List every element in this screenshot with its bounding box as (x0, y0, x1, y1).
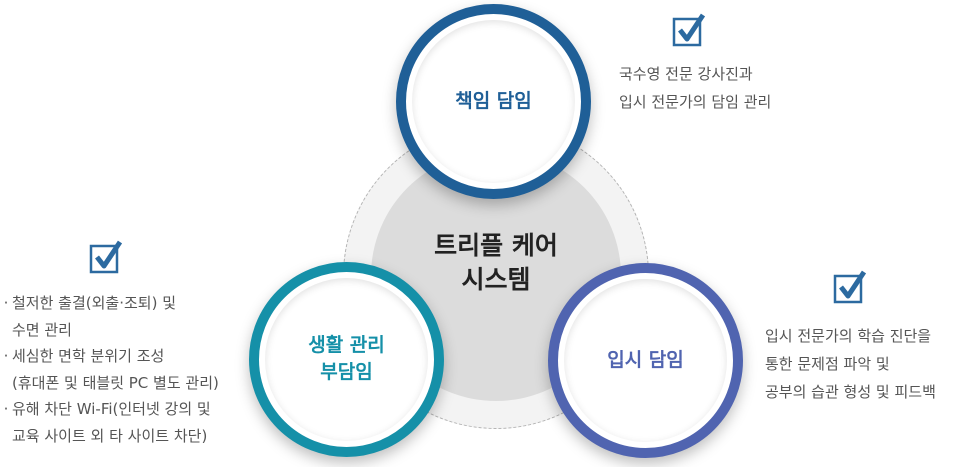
top-desc-line2: 입시 전문가의 담임 관리 (619, 93, 772, 111)
top-description: 국수영 전문 강사진과 입시 전문가의 담임 관리 (619, 60, 771, 116)
bullet-mark: · (3, 400, 9, 418)
right-description: 입시 전문가의 학습 진단을 통한 문제점 파악 및 공부의 습관 형성 및 피… (765, 322, 936, 406)
bullet-mark: · (3, 294, 9, 312)
node-left-line1: 생활 관리 (308, 334, 385, 356)
top-desc-line1: 국수영 전문 강사진과 (619, 65, 753, 83)
node-left: 생활 관리 부담임 (249, 262, 444, 457)
node-left-line2: 부담임 (320, 361, 373, 383)
bullet-1-line2: 수면 관리 (12, 320, 72, 339)
center-title-line1: 트리플 케어 (434, 231, 558, 260)
bullet-2-line2: (휴대폰 및 태블릿 PC 별도 관리) (12, 373, 219, 392)
bullet-item-3: ·유해 차단 Wi-Fi(인터넷 강의 및 교육 사이트 외 타 사이트 차단) (0, 396, 219, 449)
right-desc-line2: 통한 문제점 파악 및 (765, 355, 890, 373)
node-left-label: 생활 관리 부담임 (259, 332, 434, 386)
node-top-inner (412, 20, 575, 183)
node-top: 책임 담임 (396, 4, 591, 199)
bullet-item-2: ·세심한 면학 분위기 조성 (휴대폰 및 태블릿 PC 별도 관리) (0, 343, 219, 396)
bullet-3-line1: 유해 차단 Wi-Fi(인터넷 강의 및 (12, 400, 211, 418)
checkbox-icon-right (833, 270, 867, 304)
bullet-mark: · (3, 347, 9, 365)
node-right-label: 입시 담임 (607, 349, 684, 371)
checkbox-icon-top (672, 13, 706, 47)
left-bullet-list: ·철저한 출결(외출·조퇴) 및 수면 관리 ·세심한 면학 분위기 조성 (휴… (0, 290, 219, 449)
center-title-line2: 시스템 (461, 265, 531, 294)
checkbox-icon-left (89, 240, 123, 274)
bullet-2-line1: 세심한 면학 분위기 조성 (12, 347, 165, 365)
center-title: 트리플 케어 시스템 (371, 229, 621, 297)
right-desc-line1: 입시 전문가의 학습 진단을 (765, 327, 932, 345)
bullet-3-line2: 교육 사이트 외 타 사이트 차단) (12, 426, 208, 445)
node-top-label: 책임 담임 (455, 90, 532, 112)
node-right-inner (564, 279, 727, 442)
right-desc-line3: 공부의 습관 형성 및 피드백 (765, 383, 936, 401)
bullet-item-1: ·철저한 출결(외출·조퇴) 및 수면 관리 (0, 290, 219, 343)
node-left-inner (265, 278, 428, 441)
bullet-1-line1: 철저한 출결(외출·조퇴) 및 (12, 294, 177, 312)
node-right: 입시 담임 (548, 263, 743, 458)
